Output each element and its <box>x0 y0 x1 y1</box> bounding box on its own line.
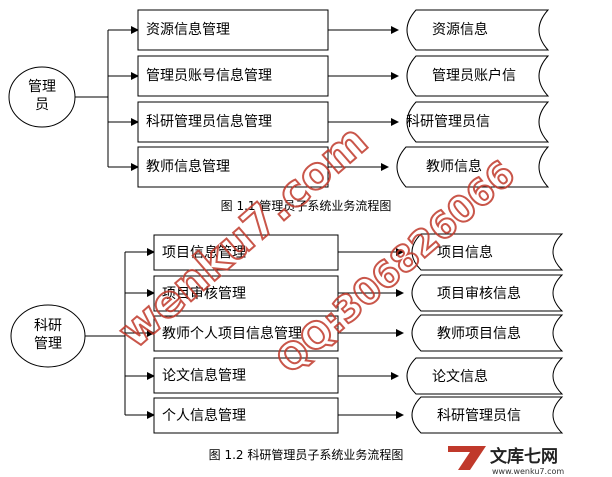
data-store-label: 论文信息 <box>432 368 488 385</box>
data-store <box>411 233 564 271</box>
data-store-label: 项目信息 <box>437 244 493 261</box>
process-label: 科研管理员信息管理 <box>146 113 272 130</box>
data-store-label: 管理员账户信 <box>432 67 516 84</box>
data-store <box>406 101 550 143</box>
process-box <box>153 397 339 434</box>
data-store-label: 资源信息 <box>432 21 488 38</box>
process-label: 论文信息管理 <box>162 367 246 384</box>
caption-figure-1: 图 1.1 管理员子系统业务流程图 <box>221 198 392 213</box>
data-store <box>411 274 564 312</box>
process-box <box>137 146 329 188</box>
actor-research-label-2: 管理 <box>34 336 62 352</box>
process-label: 资源信息管理 <box>146 21 230 38</box>
process-label: 项目信息管理 <box>162 244 246 261</box>
logo-url: www.wenku7.com <box>492 467 564 476</box>
actor-admin-label-1: 管理 <box>28 79 56 95</box>
caption-figure-2: 图 1.2 科研管理员子系统业务流程图 <box>209 447 404 462</box>
data-store <box>406 357 564 395</box>
process-box <box>153 357 339 394</box>
process-label: 个人信息管理 <box>162 407 246 424</box>
data-store <box>406 9 550 51</box>
data-store-label: 科研管理员信 <box>406 114 490 130</box>
process-label: 项目审核管理 <box>162 286 246 302</box>
data-store-label: 项目审核信息 <box>437 285 521 302</box>
process-box <box>137 9 329 51</box>
data-store <box>396 146 550 188</box>
data-store <box>411 314 564 352</box>
process-label: 教师个人项目信息管理 <box>162 325 302 342</box>
actor-research-label-1: 科研 <box>34 318 62 334</box>
logo-title: 文库七网 <box>490 446 558 467</box>
process-label: 管理员账号信息管理 <box>146 67 272 84</box>
data-store <box>406 55 550 97</box>
data-store-label: 科研管理员信 <box>437 408 521 424</box>
process-box <box>137 101 329 143</box>
wenku7-logo: 文库七网 www.wenku7.com <box>448 446 564 476</box>
process-label: 教师信息管理 <box>146 158 230 175</box>
data-store <box>411 396 564 434</box>
actor-admin-label-2: 员 <box>35 97 49 113</box>
diagram-research-admin: 科研 管理 项目信息管理 项目审核管理 教师个人项目信息管理 论文信息管理 个人… <box>10 233 564 462</box>
diagram-admin: 管理 员 资源信息管理 管理员账号信息管理 科研管理员信息管理 教师信息管理 资… <box>8 9 550 213</box>
data-store-label: 教师项目信息 <box>437 325 521 342</box>
process-box <box>153 275 339 312</box>
data-store-label: 教师信息 <box>426 158 482 175</box>
logo-mark-icon <box>448 446 486 470</box>
process-box <box>153 234 339 271</box>
process-box <box>153 315 339 352</box>
